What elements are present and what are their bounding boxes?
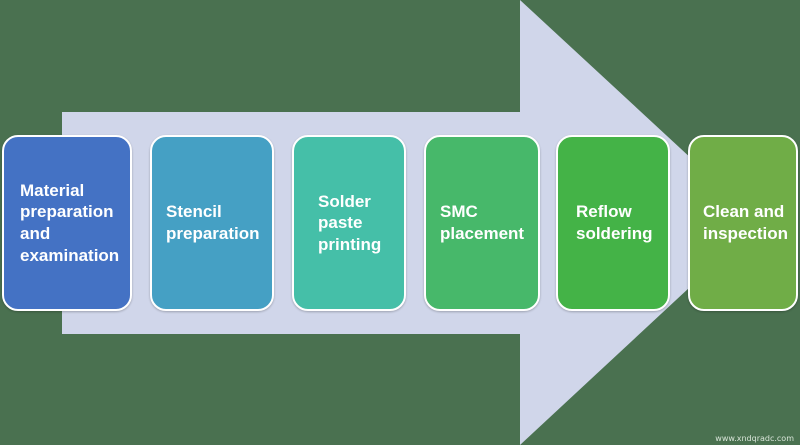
- step-smc-placement: SMC placement: [424, 135, 540, 311]
- step-label: Clean and inspection: [703, 202, 789, 243]
- step-label: Solder paste printing: [318, 191, 382, 254]
- step-reflow-soldering: Reflow soldering: [556, 135, 670, 311]
- step-label: SMC placement: [440, 202, 525, 243]
- watermark-text: www.xndqradc.com: [715, 434, 794, 443]
- step-label: Material preparation and examination: [20, 180, 120, 265]
- step-stencil-preparation: Stencil preparation: [150, 135, 274, 311]
- step-clean-and-inspection: Clean and inspection: [688, 135, 798, 311]
- step-material-preparation: Material preparation and examination: [2, 135, 132, 311]
- step-solder-paste-printing: Solder paste printing: [292, 135, 406, 311]
- arrow-shape: [62, 0, 760, 445]
- step-label: Stencil preparation: [166, 202, 260, 243]
- step-label: Reflow soldering: [576, 202, 653, 243]
